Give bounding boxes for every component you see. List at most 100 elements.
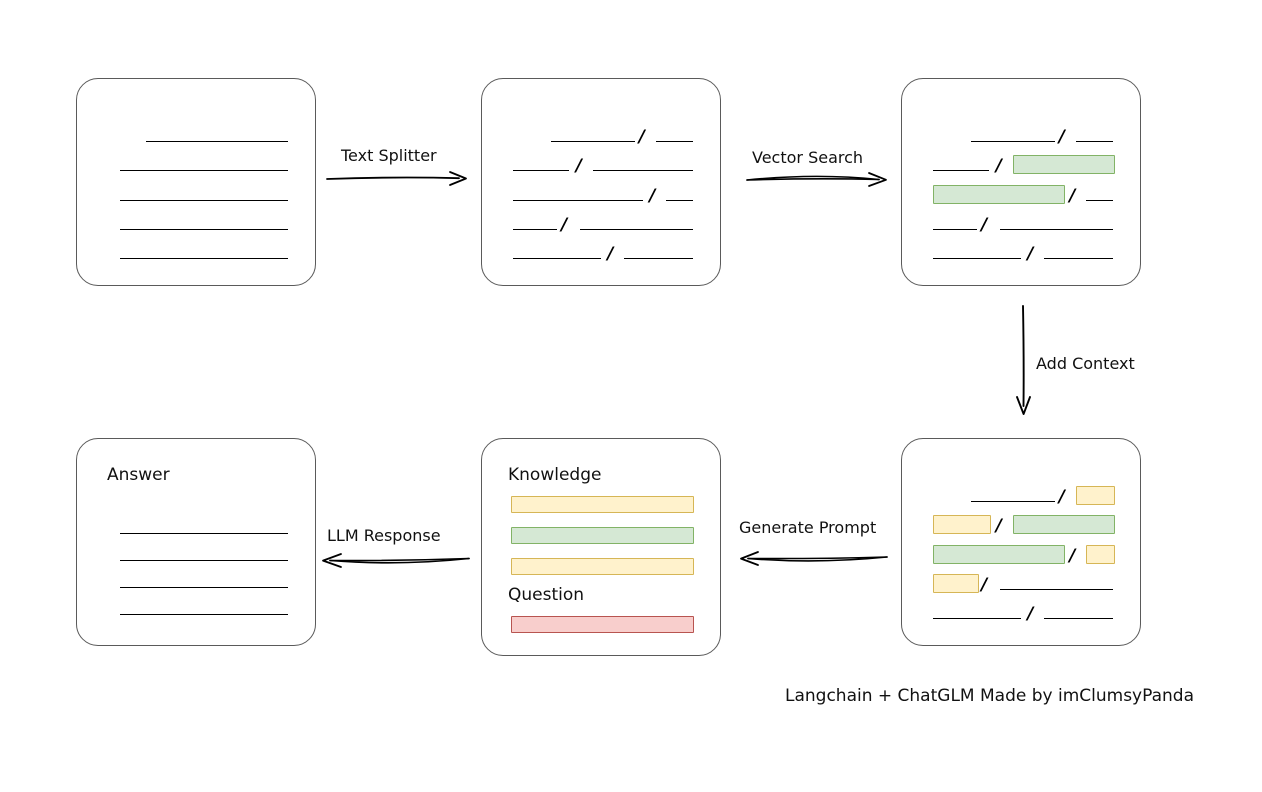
doc-line-row: / [496,171,706,204]
text-line-segment [932,228,977,230]
vector-matched-lines: ///// [916,113,1126,262]
doc-line-row [91,113,301,143]
split-chunks-lines: / / / / / [496,113,706,262]
question-bar-1 [511,616,694,633]
chunk-separator-slash: / [638,127,646,148]
node-context-added-chunks[interactable]: / / / / / [901,438,1141,646]
chunk-separator-slash: / [981,574,988,595]
edge-label-vector-search: Vector Search [752,148,864,167]
knowledge-bar-2 [511,527,694,544]
text-line-segment [666,199,694,201]
text-line-segment [1086,199,1114,201]
text-line-segment [970,501,1055,503]
doc-line-row: / [916,561,1126,593]
text-line-segment [932,617,1021,619]
doc-line-row [91,588,301,615]
knowledge-label: Knowledge [508,465,602,485]
doc-line-row: / [916,590,1126,622]
text-line-segment [120,587,289,588]
doc-line-row [91,230,301,259]
doc-line-row: / [916,230,1126,262]
doc-line-row: / [916,502,1126,535]
edge-arrow-text-splitter [326,171,467,186]
context-added-lines: / / / / / [916,473,1126,622]
edge-label-add-context: Add Context [1036,354,1135,373]
doc-line-row: / [916,473,1126,506]
text-line-segment [120,228,289,230]
text-line-segment [932,170,990,172]
text-line-segment [592,170,694,172]
text-line-segment [1044,257,1114,259]
text-line-segment [120,560,289,561]
doc-line-row [91,201,301,230]
text-line-segment [512,199,643,201]
node-split-chunks[interactable]: / / / / / [481,78,721,286]
highlight-segment-yellow [932,515,992,535]
doc-line-row: / [916,531,1126,564]
chunk-separator-slash: / [995,516,1003,537]
chunk-separator-slash: / [995,156,1003,177]
text-line-segment [550,141,635,143]
source-document-lines [91,113,301,259]
text-line-segment [932,257,1021,259]
highlight-segment-yellow [1075,486,1116,506]
node-answer[interactable]: Answer [76,438,316,646]
edge-arrow-add-context [1016,305,1031,415]
text-line-segment [512,257,601,259]
chunk-separator-slash: / [1058,487,1066,508]
doc-line-row [91,507,301,534]
highlight-segment-green [932,184,1065,204]
edge-label-generate-prompt: Generate Prompt [739,518,877,537]
doc-line-row: / [916,113,1126,146]
doc-line-row [91,171,301,201]
doc-line-row: / [496,113,706,146]
chunk-separator-slash: / [1058,127,1066,148]
highlight-segment-green [1012,155,1116,175]
text-line-segment [120,257,289,259]
answer-lines [91,507,301,615]
chunk-separator-slash: / [1069,185,1076,206]
chunk-separator-slash: / [1069,545,1076,566]
doc-line-row [91,534,301,561]
highlight-segment-green [1012,515,1116,535]
chunk-separator-slash: / [1027,603,1034,624]
edge-arrow-generate-prompt [740,551,888,566]
text-line-segment [120,199,289,201]
chunk-separator-slash: / [575,156,583,177]
knowledge-bar-3 [511,558,694,575]
text-line-segment [970,141,1055,143]
text-line-segment [145,141,289,143]
node-prompt[interactable]: Knowledge Question [481,438,721,656]
text-line-segment [120,614,289,615]
highlight-segment-green [932,544,1065,564]
text-line-segment [120,170,289,172]
text-line-segment [580,228,694,230]
chunk-separator-slash: / [561,214,568,235]
doc-line-row: / [916,201,1126,233]
chunk-separator-slash: / [649,185,656,206]
text-line-segment [120,533,289,534]
node-vector-matched-chunks[interactable]: ///// [901,78,1141,286]
chunk-separator-slash: / [981,214,988,235]
question-label: Question [508,585,585,605]
text-line-segment [1000,228,1114,230]
doc-line-row: / [496,201,706,233]
text-line-segment [1000,588,1114,590]
chunk-separator-slash: / [607,243,614,264]
text-line-segment [512,170,570,172]
highlight-segment-yellow [1086,544,1116,564]
edge-arrow-vector-search [746,172,887,187]
doc-line-row: / [916,171,1126,204]
text-line-segment [624,257,694,259]
text-line-segment [1075,141,1114,143]
edge-label-text-splitter: Text Splitter [341,146,437,165]
text-line-segment [512,228,557,230]
text-line-segment [1044,617,1114,619]
footer-credit: Langchain + ChatGLM Made by imClumsyPand… [785,686,1194,706]
edge-label-llm-response: LLM Response [327,526,441,545]
node-source-document[interactable] [76,78,316,286]
text-line-segment [655,141,694,143]
doc-line-row: / [916,142,1126,175]
doc-line-row: / [496,142,706,175]
